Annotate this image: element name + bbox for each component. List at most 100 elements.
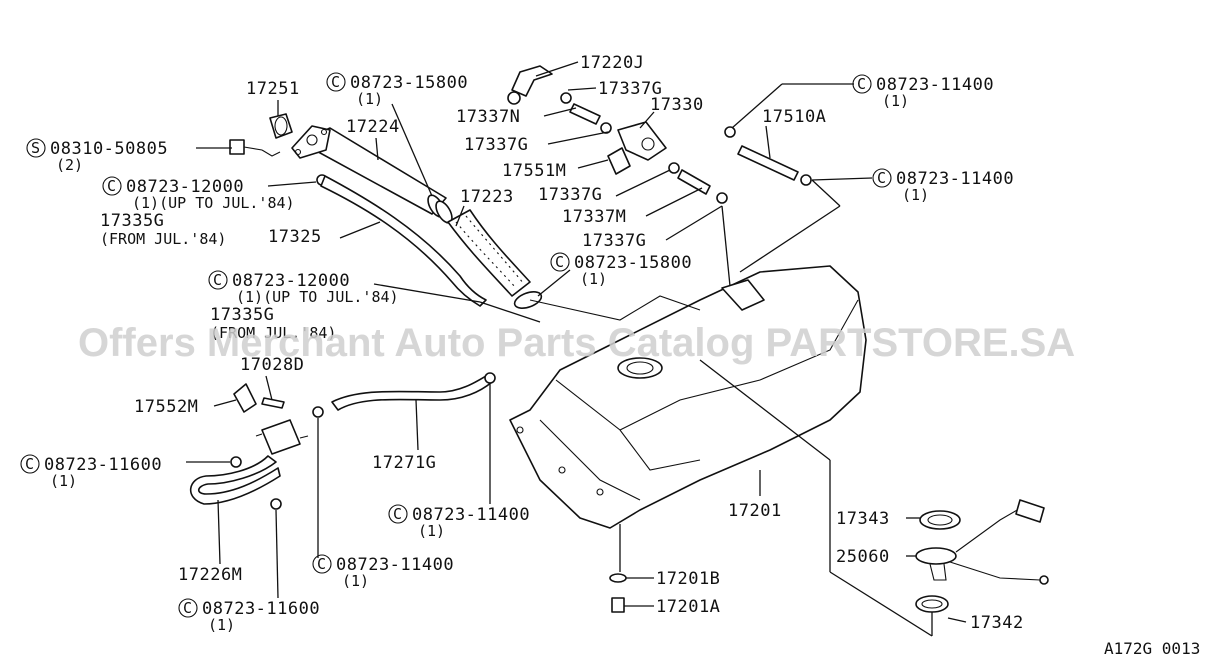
label-qty: (1): [356, 90, 383, 108]
label-qty-upto: (1)(UP TO JUL.'84): [236, 288, 399, 306]
label-08723-15800-b[interactable]: 08723-15800: [574, 253, 692, 273]
symbol-c: C: [107, 177, 116, 195]
hose-17510A[interactable]: [737, 145, 799, 181]
fuel-hose-17226M[interactable]: [189, 455, 281, 505]
label-17337N[interactable]: 17337N: [456, 107, 520, 127]
label-08723-11400-d[interactable]: 08723-11400: [336, 555, 454, 575]
label-17223[interactable]: 17223: [460, 187, 514, 207]
label-qty: (1): [208, 616, 235, 634]
label-17342[interactable]: 17342: [970, 613, 1024, 633]
label-17201[interactable]: 17201: [728, 501, 782, 521]
clip-17337G-top[interactable]: [560, 92, 572, 104]
label-08723-11600-b[interactable]: 08723-11600: [202, 599, 320, 619]
clamp-08723-11400-c[interactable]: [484, 372, 496, 384]
symbol-letters: C S C C C C C C C C C: [25, 73, 886, 617]
label-17337G-4[interactable]: 17337G: [582, 231, 646, 251]
part-labels: 17220J 17337G 17251 08723-15800 (1) 1733…: [44, 53, 1024, 634]
label-17337G-2[interactable]: 17337G: [464, 135, 528, 155]
fuel-filter[interactable]: [255, 419, 309, 455]
hose-17337M[interactable]: [677, 169, 711, 195]
bolt-17028D[interactable]: [261, 397, 285, 409]
label-qty-upto: (1)(UP TO JUL.'84): [132, 194, 295, 212]
label-17510A[interactable]: 17510A: [762, 107, 826, 127]
symbol-c: C: [183, 599, 192, 617]
tank-rubber-17201B[interactable]: [609, 573, 627, 583]
label-qty: (1): [418, 522, 445, 540]
check-valve-17330[interactable]: [617, 121, 667, 161]
label-qty: (1): [902, 186, 929, 204]
label-qty: (1): [580, 270, 607, 288]
label-08723-12000-b[interactable]: 08723-12000: [232, 271, 350, 291]
grommet-17251[interactable]: [269, 113, 293, 139]
label-17335G-b[interactable]: 17335G: [210, 305, 274, 325]
filler-neck-tube[interactable]: [291, 125, 447, 215]
clip-17337G-3[interactable]: [668, 162, 680, 174]
symbol-c: C: [393, 505, 402, 523]
label-08723-11400[interactable]: 08723-11400: [876, 75, 994, 95]
tube-17337N[interactable]: [569, 103, 601, 125]
label-08723-11600[interactable]: 08723-11600: [44, 455, 162, 475]
label-08723-11400-b[interactable]: 08723-11400: [896, 169, 1014, 189]
leader-lines: [186, 61, 967, 637]
label-17335G[interactable]: 17335G: [100, 211, 164, 231]
label-17201A[interactable]: 17201A: [656, 597, 720, 617]
clamp-08723-11400-b[interactable]: [800, 174, 812, 186]
label-17337G-3[interactable]: 17337G: [538, 185, 602, 205]
label-08723-11400-c[interactable]: 08723-11400: [412, 505, 530, 525]
tank-bolt-17201A[interactable]: [611, 597, 625, 613]
label-17251[interactable]: 17251: [246, 79, 300, 99]
label-17271G[interactable]: 17271G: [372, 453, 436, 473]
label-qty: (2): [56, 156, 83, 174]
label-08310-50805[interactable]: 08310-50805: [50, 139, 168, 159]
label-17330[interactable]: 17330: [650, 95, 704, 115]
label-17220J[interactable]: 17220J: [580, 53, 644, 73]
label-17337M[interactable]: 17337M: [562, 207, 626, 227]
clamp-08723-11400-d[interactable]: [312, 406, 324, 418]
fuel-tank-17201[interactable]: [509, 265, 867, 529]
label-17337G[interactable]: 17337G: [598, 79, 662, 99]
fuel-hose-17271G[interactable]: [331, 375, 493, 411]
label-25060[interactable]: 25060: [836, 547, 890, 567]
bracket-17552M[interactable]: [233, 383, 257, 413]
symbol-c: C: [25, 455, 34, 473]
gasket-17342[interactable]: [915, 595, 949, 613]
symbol-c: C: [213, 271, 222, 289]
label-qty: (1): [342, 572, 369, 590]
label-17224[interactable]: 17224: [346, 117, 400, 137]
label-17552M[interactable]: 17552M: [134, 397, 198, 417]
label-17551M[interactable]: 17551M: [502, 161, 566, 181]
label-from-jul: (FROM JUL.'84): [100, 230, 226, 248]
clamp-08723-11400-a[interactable]: [724, 126, 736, 138]
clip-17337G-2[interactable]: [600, 122, 612, 134]
label-from-jul: (FROM JUL.'84): [210, 324, 336, 342]
bolt-08310[interactable]: [229, 139, 281, 157]
clip-17551M[interactable]: [607, 147, 631, 175]
fuel-sender-25060[interactable]: [915, 499, 1049, 585]
symbol-c: C: [555, 253, 564, 271]
clip-17337G-4[interactable]: [716, 192, 728, 204]
filler-hose-17223[interactable]: [447, 209, 531, 297]
tank-cap-17343[interactable]: [919, 510, 961, 530]
watermark-text: Offers Merchant Auto Parts Catalog PARTS…: [78, 321, 1075, 365]
label-17343[interactable]: 17343: [836, 509, 890, 529]
symbol-c: C: [877, 169, 886, 187]
clamp-08723-11600-a[interactable]: [230, 456, 242, 468]
label-qty: (1): [882, 92, 909, 110]
label-17325[interactable]: 17325: [268, 227, 322, 247]
hose-fitting-17220J[interactable]: [507, 65, 553, 105]
symbol-c: C: [331, 73, 340, 91]
symbol-s: S: [31, 139, 40, 157]
label-08723-15800[interactable]: 08723-15800: [350, 73, 468, 93]
hose-clamp-filler[interactable]: [425, 193, 455, 226]
label-qty: (1): [50, 472, 77, 490]
label-17201B[interactable]: 17201B: [656, 569, 720, 589]
symbol-c: C: [857, 75, 866, 93]
clamp-08723-11600-b[interactable]: [270, 498, 282, 510]
diagram-reference: A172G 0013: [1104, 639, 1200, 658]
label-17028D[interactable]: 17028D: [240, 355, 304, 375]
hose-clamp-08723-15800-b[interactable]: [512, 289, 543, 312]
symbol-c: C: [317, 555, 326, 573]
label-17226M[interactable]: 17226M: [178, 565, 242, 585]
label-08723-12000[interactable]: 08723-12000: [126, 177, 244, 197]
